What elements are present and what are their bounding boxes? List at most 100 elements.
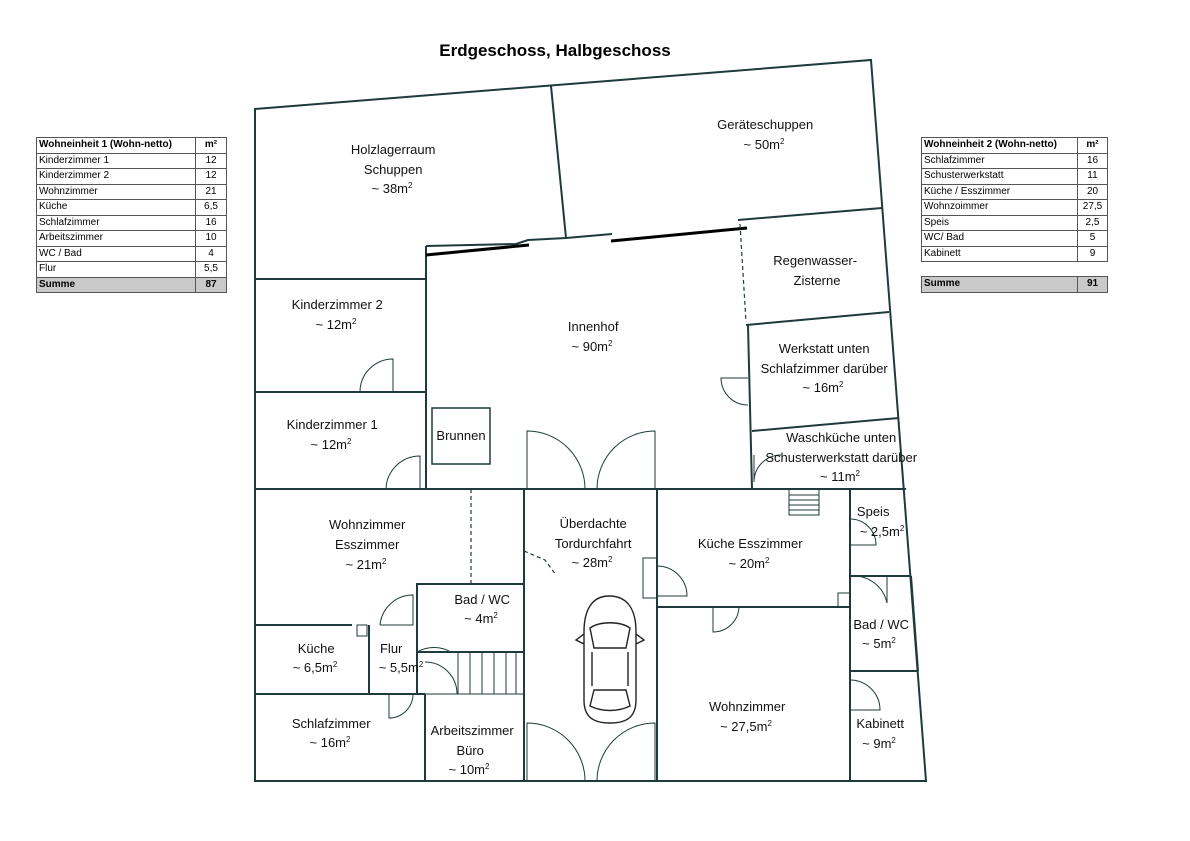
room-name: Kinderzimmer 1 (287, 417, 378, 432)
room-area: ~ 90m (572, 339, 609, 354)
wall (751, 417, 900, 432)
staircase (788, 488, 820, 516)
wall-post (837, 592, 851, 608)
room-wohnzimmer-1: Wohnzimmer Esszimmer ~ 21m2 (329, 517, 409, 572)
room-werkstatt: Werkstatt unten Schlafzimmer darüber ~ 1… (761, 341, 892, 395)
room-wohnzimmer-2: Wohnzimmer ~ 27,5m2 (709, 699, 789, 734)
door-swing (416, 618, 452, 653)
room-area: ~ 6,5m (293, 660, 333, 675)
wall (910, 575, 919, 672)
room-area: ~ 2,5m (860, 524, 900, 539)
room-bad-wc-1: Bad / WC ~ 4m2 (454, 592, 513, 626)
page-title: Erdgeschoss, Halbgeschoss (439, 41, 671, 60)
dashed-wall (470, 489, 522, 585)
unit2-area-table: Wohneinheit 2 (Wohn-netto) m² Schlafzimm… (921, 137, 1108, 293)
room-area: ~ 16m (803, 380, 840, 395)
area-exponent: 2 (839, 380, 844, 389)
outer-wall (254, 58, 928, 782)
room-name: Zisterne (794, 273, 841, 288)
dashed-lines (470, 223, 747, 585)
door-swing (849, 518, 877, 546)
room-area: ~ 16m (310, 735, 347, 750)
door-swing (379, 594, 414, 626)
wall (737, 207, 883, 221)
table-spacer-row (921, 261, 1108, 277)
walls (254, 58, 928, 782)
door-swing (852, 575, 888, 604)
room-innenhof: Innenhof ~ 90m2 (568, 319, 622, 354)
door-swing (359, 358, 394, 393)
room-area: ~ 38m (372, 181, 409, 196)
area-exponent: 2 (408, 181, 413, 190)
area-exponent: 2 (608, 555, 613, 564)
area-exponent: 2 (493, 611, 498, 620)
room-name: Regenwasser- (773, 253, 857, 268)
room-name: Kabinett (856, 716, 904, 731)
room-name: Bad / WC (454, 592, 510, 607)
room-area: ~ 5m (862, 636, 891, 651)
area-exponent: 2 (347, 437, 352, 446)
room-name: Flur (380, 641, 403, 656)
room-labels: Holzlagerraum Schuppen ~ 38m2 Geräteschu… (287, 117, 920, 777)
room-area: ~ 9m (862, 736, 891, 751)
wall (425, 233, 613, 247)
area-exponent: 2 (352, 317, 357, 326)
door-swing (753, 454, 782, 483)
room-name: Brunnen (436, 428, 485, 443)
room-name: Büro (456, 743, 483, 758)
door-swing (385, 455, 421, 490)
room-name: Bad / WC (853, 617, 909, 632)
area-exponent: 2 (333, 660, 338, 669)
room-kueche-esszimmer: Küche Esszimmer ~ 20m2 (698, 536, 806, 571)
well-box (431, 407, 491, 465)
area-exponent: 2 (765, 556, 770, 565)
room-schlafzimmer: Schlafzimmer ~ 16m2 (292, 716, 374, 750)
stairs (457, 488, 820, 695)
sum-label: Summe (921, 276, 1078, 293)
area-exponent: 2 (419, 660, 424, 669)
sum-value: 87 (195, 276, 227, 293)
door-swing (720, 377, 749, 406)
unit-cell: m² (195, 137, 227, 154)
area-exponent: 2 (608, 339, 613, 348)
room-area: ~ 12m (316, 317, 353, 332)
room-name: Werkstatt unten (779, 341, 870, 356)
room-waschkueche: Waschküche unten Schusterwerkstatt darüb… (765, 430, 920, 484)
room-name: Waschküche unten (786, 430, 896, 445)
area-exponent: 2 (780, 137, 785, 146)
dashed-wall (739, 223, 747, 323)
room-name: Küche (298, 641, 335, 656)
room-kinderzimmer-1: Kinderzimmer 1 ~ 12m2 (287, 417, 382, 452)
door-swing (712, 606, 740, 633)
door-swing (388, 693, 414, 719)
sum-value: 91 (1077, 276, 1108, 293)
room-name: Kinderzimmer 2 (292, 297, 383, 312)
wall (550, 85, 567, 239)
room-area: ~ 27,5m (720, 719, 767, 734)
door-swing (424, 661, 458, 695)
room-name: Wohnzimmer (709, 699, 786, 714)
room-name: Holzlagerraum (351, 142, 436, 157)
room-area: ~ 5,5m (379, 660, 419, 675)
room-area: ~ 20m (729, 556, 766, 571)
room-name: Wohnzimmer (329, 517, 406, 532)
room-brunnen: Brunnen (436, 428, 485, 443)
door-swing (596, 722, 656, 782)
room-name: Esszimmer (335, 537, 400, 552)
sliding-bars (425, 226, 748, 257)
unit1-area-table: Wohneinheit 1 (Wohn-netto) m² Kinderzimm… (36, 137, 227, 293)
sliding-door-bar (610, 226, 748, 243)
wall-post (356, 624, 368, 637)
room-speis: Speis ~ 2,5m2 (857, 504, 905, 539)
room-area: ~ 28m (572, 555, 609, 570)
area-exponent: 2 (382, 557, 387, 566)
door-swing (656, 565, 688, 597)
room-area: ~ 4m (464, 611, 493, 626)
